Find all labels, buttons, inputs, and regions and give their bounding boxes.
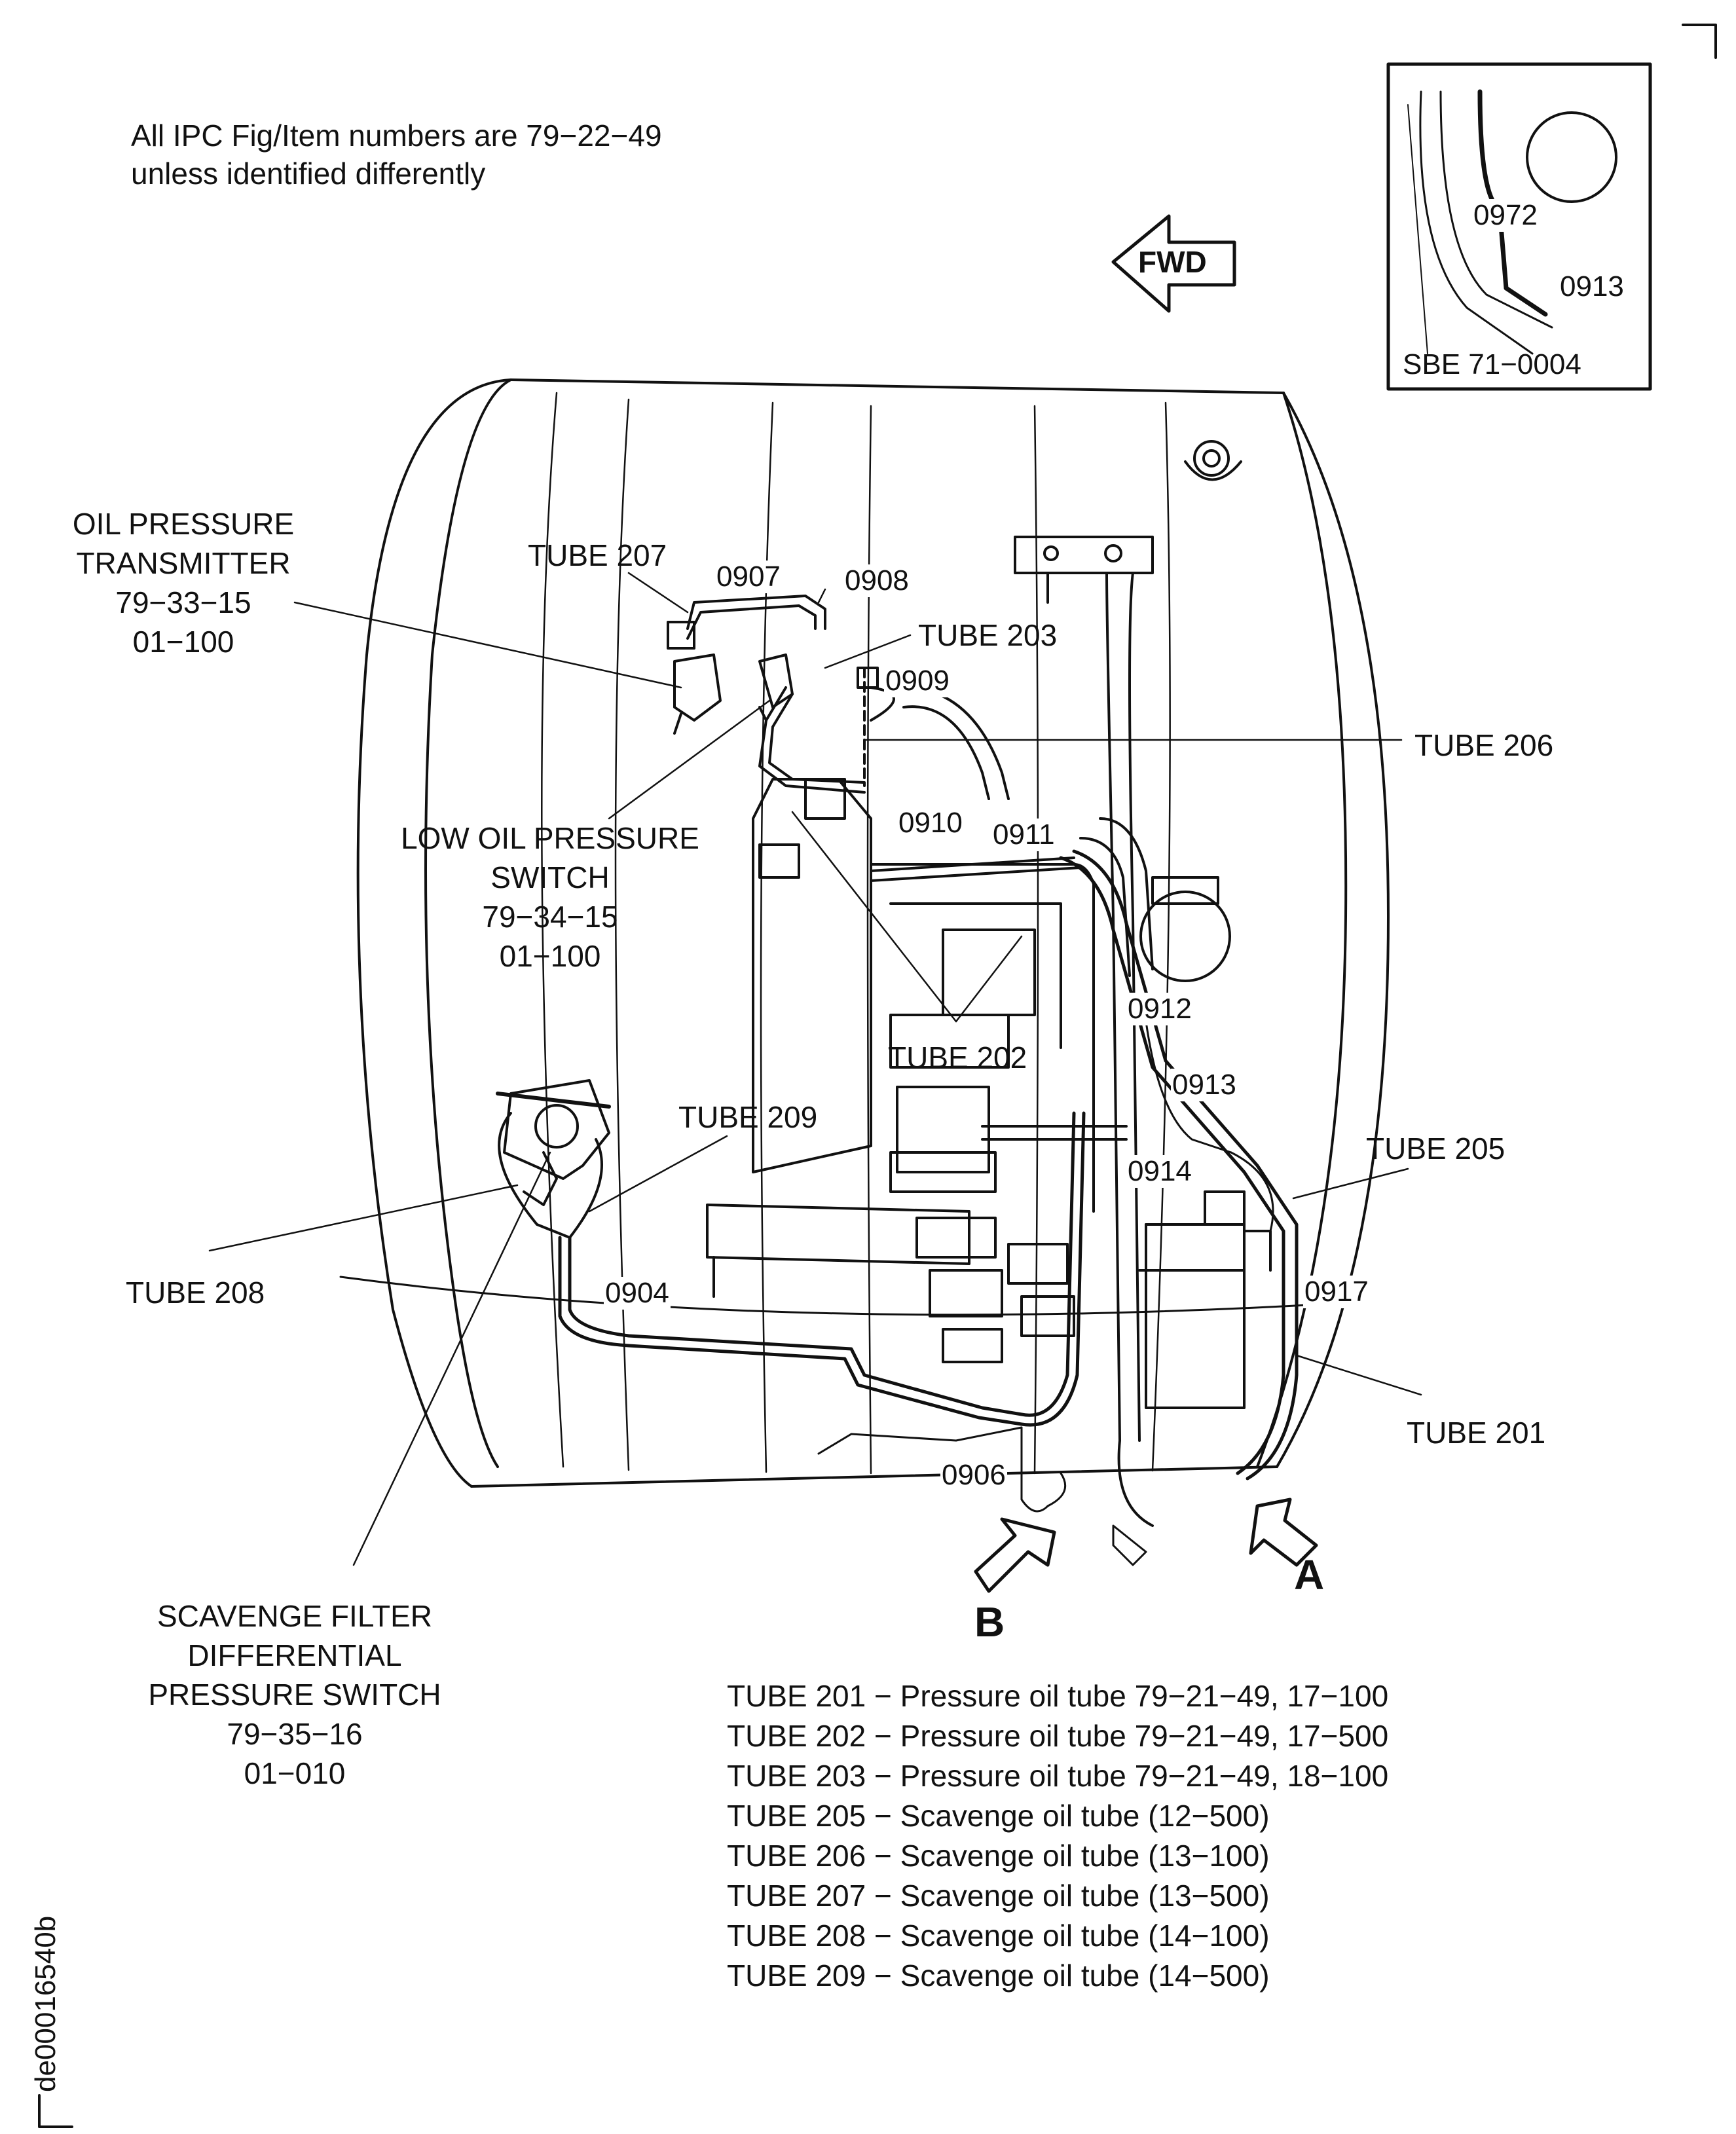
tube-209 (558, 1111, 1086, 1427)
callout-scavenge-filter-switch: SCAVENGE FILTER DIFFERENTIAL PRESSURE SW… (118, 1596, 471, 1793)
label-tube-201: TUBE 201 (1407, 1416, 1546, 1450)
inset-label: SBE 71−0004 (1403, 348, 1581, 380)
sfs-line-2: DIFFERENTIAL (187, 1638, 402, 1672)
callout-low-oil-pressure-switch: LOW OIL PRESSURE SWITCH 79−34−15 01−100 (380, 819, 720, 976)
item-0911: 0911 (991, 819, 1056, 851)
tube-205 (1145, 1020, 1274, 1232)
tube-legend: TUBE 201 − Pressure oil tube 79−21−49, 1… (727, 1676, 1388, 1996)
opt-line-1: OIL PRESSURE (72, 507, 295, 541)
tube-201 (1059, 849, 1299, 1481)
label-tube-202: TUBE 202 (888, 1040, 1027, 1075)
pipe-elbow-right (889, 686, 1010, 800)
item-0914: 0914 (1126, 1155, 1193, 1188)
corner-mark-top-right (1682, 24, 1717, 59)
tube-203 (758, 686, 866, 794)
lops-line-2: SWITCH (490, 860, 610, 894)
opt-line-2: TRANSMITTER (76, 546, 291, 580)
legend-row: TUBE 205 − Scavenge oil tube (12−500) (727, 1799, 1270, 1833)
lops-line-3: 79−34−15 (482, 900, 618, 934)
label-tube-206: TUBE 206 (1414, 728, 1554, 762)
opt-line-3: 79−33−15 (115, 585, 251, 619)
legend-row: TUBE 208 − Scavenge oil tube (14−100) (727, 1919, 1270, 1953)
label-tube-207: TUBE 207 (528, 538, 667, 572)
lops-line-4: 01−100 (499, 939, 601, 973)
ipc-note-line-2: unless identified differently (131, 156, 486, 191)
legend-row: TUBE 209 − Scavenge oil tube (14−500) (727, 1959, 1270, 1993)
sfs-line-1: SCAVENGE FILTER (157, 1599, 433, 1633)
sfs-line-5: 01−010 (244, 1756, 346, 1790)
view-arrow-a (1249, 1498, 1318, 1567)
legend-row: TUBE 202 − Pressure oil tube 79−21−49, 1… (727, 1719, 1389, 1753)
item-0910: 0910 (897, 807, 964, 839)
corner-mark-bottom-left (38, 2094, 73, 2128)
view-arrow-b (974, 1517, 1056, 1593)
component-cluster (706, 778, 1128, 1363)
item-0908: 0908 (843, 564, 910, 597)
drawing-id: de00016540b (29, 1915, 62, 2092)
fwd-arrow (1111, 214, 1236, 313)
item-0909: 0909 (884, 665, 951, 697)
legend-row: TUBE 203 − Pressure oil tube 79−21−49, 1… (727, 1759, 1389, 1793)
inset-item-0972: 0972 (1472, 199, 1539, 232)
item-0917: 0917 (1303, 1276, 1370, 1308)
pipe-elbow-right-2 (902, 705, 990, 800)
item-0912: 0912 (1126, 993, 1193, 1025)
legend-row: TUBE 206 − Scavenge oil tube (13−100) (727, 1839, 1270, 1873)
legend-row: TUBE 207 − Scavenge oil tube (13−500) (727, 1879, 1270, 1913)
label-tube-209: TUBE 209 (678, 1100, 818, 1134)
ipc-note-line-1: All IPC Fig/Item numbers are 79−22−49 (131, 119, 662, 153)
inset-detail-box (1386, 62, 1652, 391)
sfs-line-3: PRESSURE SWITCH (148, 1678, 441, 1712)
view-label-a: A (1294, 1551, 1325, 1598)
leader-lines (208, 572, 1422, 1566)
label-tube-208: TUBE 208 (126, 1276, 265, 1310)
label-tube-205: TUBE 205 (1366, 1131, 1505, 1166)
item-0906: 0906 (940, 1459, 1007, 1492)
label-tube-203: TUBE 203 (918, 618, 1058, 652)
fwd-label: FWD (1138, 245, 1207, 279)
view-label-b: B (974, 1598, 1005, 1646)
lops-line-1: LOW OIL PRESSURE (401, 821, 699, 855)
item-0913: 0913 (1171, 1069, 1238, 1101)
scavenge-drain-lines (817, 1426, 1147, 1566)
opt-line-4: 01−100 (132, 625, 234, 659)
rectangular-component (1138, 1190, 1272, 1409)
round-reservoir (1079, 817, 1231, 982)
callout-oil-pressure-transmitter: OIL PRESSURE TRANSMITTER 79−33−15 01−100 (52, 504, 314, 661)
oil-pressure-transmitter-body (667, 621, 722, 735)
legend-row: TUBE 201 − Pressure oil tube 79−21−49, 1… (727, 1679, 1389, 1713)
tube-207 (686, 595, 826, 640)
inset-item-0913: 0913 (1559, 270, 1625, 303)
engine-case (339, 378, 1390, 1488)
ipc-reference-note: All IPC Fig/Item numbers are 79−22−49 un… (131, 117, 662, 193)
tube-clamp-0909 (857, 667, 879, 689)
low-oil-pressure-switch-body (758, 653, 794, 722)
scavenge-filter-housing (496, 1079, 611, 1239)
item-0904: 0904 (604, 1277, 671, 1310)
sfs-line-4: 79−35−16 (227, 1717, 363, 1751)
item-0907: 0907 (715, 561, 782, 593)
tube-202 (870, 856, 1082, 882)
